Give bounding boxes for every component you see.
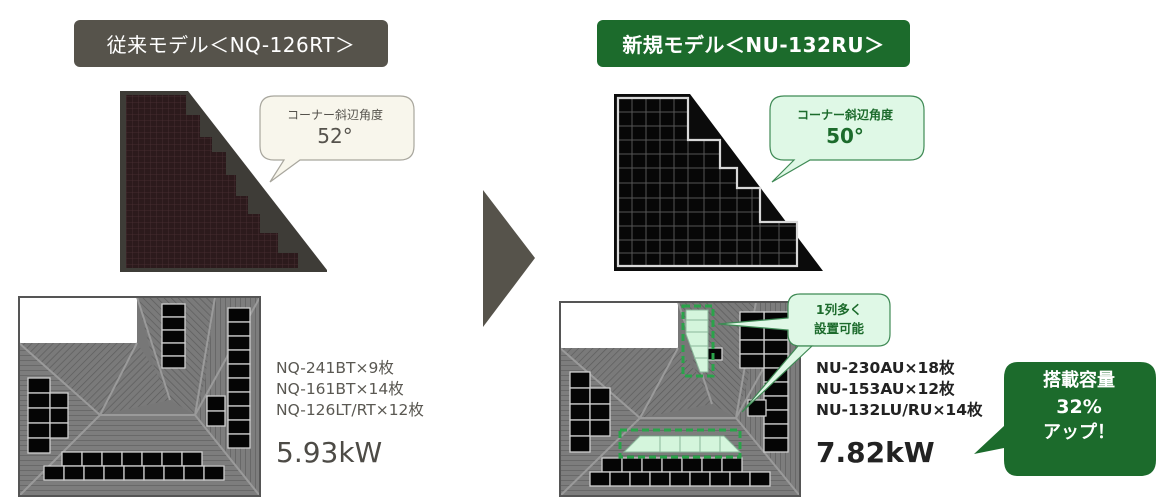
extra-row-highlight-bottom — [618, 428, 742, 459]
capacity-badge-text: 搭載容量 32% アップ！ — [1004, 368, 1154, 446]
capacity-badge-line3: アップ！ — [1043, 422, 1115, 443]
extra-row-line2: 設置可能 — [813, 321, 864, 336]
capacity-badge-percent: 32% — [1056, 396, 1102, 418]
new-spec-item: NU-230AU×18枚 — [816, 359, 955, 377]
new-spec-list: NU-230AU×18枚 NU-153AU×12枚 NU-132LU/RU×14… — [816, 358, 983, 421]
arrow-right-icon — [483, 190, 535, 327]
capacity-badge — [974, 362, 1156, 476]
old-corner-angle: 52° — [317, 124, 353, 148]
new-corner-label: コーナー斜辺角度 — [796, 108, 893, 122]
new-capacity: 7.82kW — [816, 436, 935, 469]
extra-row-highlight-top — [681, 304, 715, 378]
new-spec-item: NU-132LU/RU×14枚 — [816, 401, 983, 419]
new-angle-bubble — [769, 95, 925, 183]
old-spec-item: NQ-241BT×9枚 — [276, 359, 394, 377]
old-angle-bubble — [259, 95, 415, 183]
new-model-header: 新規モデル＜NU-132RU＞ — [597, 20, 910, 67]
capacity-badge-line1: 搭載容量 — [1043, 370, 1115, 391]
old-spec-item: NQ-126LT/RT×12枚 — [276, 401, 424, 419]
new-corner-panel — [614, 94, 823, 271]
old-spec-list: NQ-241BT×9枚 NQ-161BT×14枚 NQ-126LT/RT×12枚 — [276, 358, 424, 421]
extra-row-line1: 1列多く — [815, 302, 863, 317]
extra-row-bubble — [717, 293, 891, 413]
old-capacity: 5.93kW — [276, 436, 383, 469]
old-roof — [18, 296, 261, 497]
old-corner-panel — [120, 91, 327, 272]
new-corner-angle: 50° — [826, 124, 864, 148]
old-spec-item: NQ-161BT×14枚 — [276, 380, 404, 398]
old-corner-label: コーナー斜辺角度 — [286, 108, 383, 122]
extra-row-text: 1列多く 設置可能 — [787, 300, 891, 338]
old-model-header: 従来モデル＜NQ-126RT＞ — [74, 20, 388, 67]
new-spec-item: NU-153AU×12枚 — [816, 380, 955, 398]
new-roof — [559, 301, 801, 497]
